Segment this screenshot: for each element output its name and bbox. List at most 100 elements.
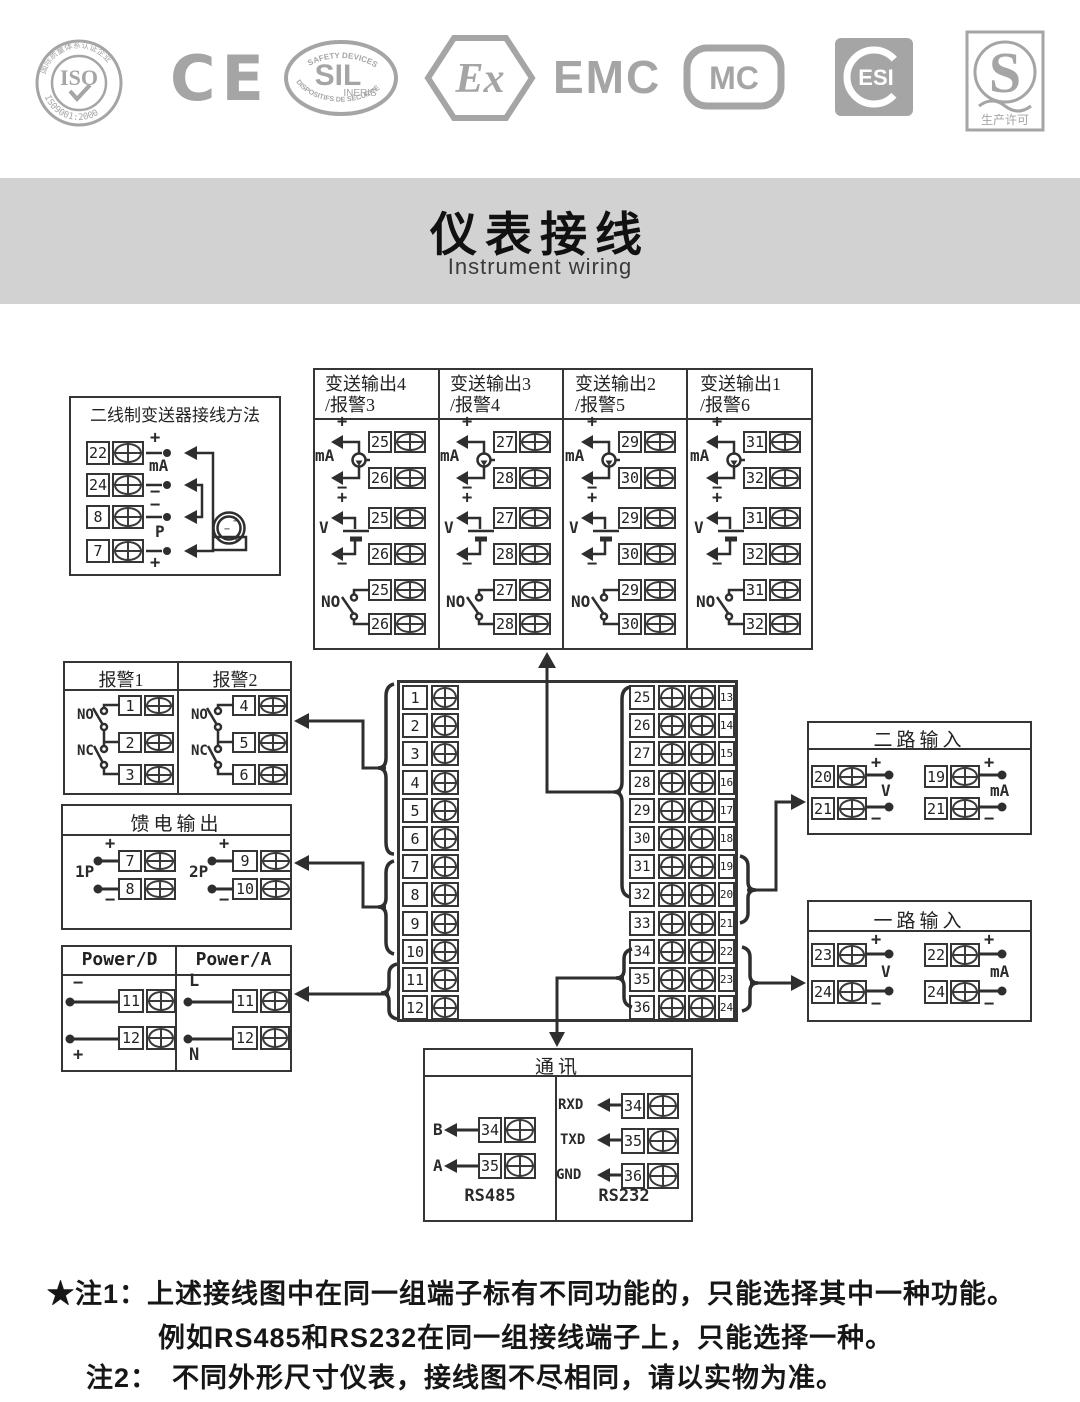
terminal-num: 22 bbox=[924, 943, 948, 967]
note-3: 注2：不同外形尺寸仪表，接线图不尽相同，请以实物为准。 bbox=[86, 1356, 844, 1395]
screw-terminal-icon bbox=[112, 539, 144, 563]
esi-text: ESI bbox=[858, 65, 893, 90]
no-label: NO bbox=[321, 592, 341, 611]
screw-terminal-icon bbox=[688, 826, 716, 851]
minus-label: − bbox=[587, 554, 598, 574]
page-title: 仪表接线 bbox=[430, 208, 650, 261]
screw-terminal-icon bbox=[658, 882, 686, 907]
terminal-22: 22 bbox=[86, 441, 110, 465]
screw-terminal-icon bbox=[144, 850, 176, 872]
note-2: 例如RS485和RS232在同一组接线端子上，只能选择一种。 bbox=[158, 1316, 893, 1355]
plus-label: + bbox=[871, 753, 882, 773]
screw-terminal-icon bbox=[769, 543, 801, 565]
polarity-label: − bbox=[150, 495, 161, 515]
terminal-num: 13 bbox=[718, 685, 735, 710]
arrow-right-icon bbox=[791, 794, 806, 810]
esi-logo: ESI bbox=[835, 38, 913, 116]
alarm2-title: 报警2 bbox=[212, 670, 258, 690]
screw-terminal-icon bbox=[431, 770, 459, 795]
connector-to-input2-box bbox=[747, 800, 793, 892]
terminal-num: 2 bbox=[402, 713, 428, 738]
screw-terminal-icon bbox=[837, 980, 867, 1004]
terminal-num: 27 bbox=[493, 579, 517, 601]
line-label: L bbox=[189, 971, 200, 991]
power-box: Power/D Power/A − + 11 12 L N 11 12 bbox=[61, 945, 292, 1072]
screw-terminal-icon bbox=[950, 765, 980, 788]
screw-terminal-icon bbox=[394, 543, 426, 565]
screw-terminal-icon bbox=[260, 878, 292, 900]
terminal-num: 11 bbox=[402, 967, 428, 992]
note-1-prefix: ★注1： bbox=[47, 1279, 148, 1309]
bracket-terminals-19-21 bbox=[739, 854, 757, 925]
terminal-num: 25 bbox=[368, 507, 392, 529]
screw-terminal-icon bbox=[144, 878, 176, 900]
sil-logo: SAFETY DEVICES DISPOSITIFS DE SÉCURITÉ S… bbox=[282, 38, 400, 118]
screw-terminal-icon bbox=[769, 613, 801, 635]
connector-to-feed-box bbox=[306, 861, 386, 909]
screw-terminal-icon bbox=[769, 507, 801, 529]
terminal-num: 27 bbox=[493, 507, 517, 529]
iso-logo: 国际质量体系认证企业 IS09001:2000 ISO bbox=[28, 27, 130, 139]
terminal-num: 32 bbox=[743, 467, 767, 489]
screw-terminal-icon bbox=[644, 431, 676, 453]
screw-terminal-icon bbox=[519, 543, 551, 565]
screw-terminal-icon bbox=[112, 473, 144, 497]
screw-terminal-icon bbox=[837, 765, 867, 788]
title-banner: 仪表接线 Instrument wiring bbox=[0, 178, 1080, 304]
polarity-label: + bbox=[150, 553, 161, 573]
power-a-title: Power/A bbox=[195, 949, 272, 970]
plus-label: + bbox=[73, 1045, 84, 1065]
polarity-label: + bbox=[150, 428, 161, 448]
terminal-num: 20 bbox=[718, 882, 735, 907]
terminal-num: 34 bbox=[478, 1117, 502, 1143]
alarm-box: 报警1 报警2 NO NC 1 2 3 NO NC 4 5 6 bbox=[63, 661, 292, 795]
screw-terminal-icon bbox=[950, 943, 980, 967]
screw-terminal-icon bbox=[431, 882, 459, 907]
bracket-terminals-22-24 bbox=[741, 945, 759, 1013]
screw-terminal-icon bbox=[258, 732, 288, 753]
ex-logo: Ex bbox=[422, 30, 538, 126]
screw-terminal-icon bbox=[258, 695, 288, 716]
arrow-up-icon bbox=[538, 652, 556, 668]
no-label: NO bbox=[191, 707, 208, 723]
terminal-num: 31 bbox=[629, 854, 655, 879]
bracket-terminals-11-12 bbox=[380, 962, 398, 1021]
header-separator bbox=[809, 748, 1030, 750]
input2-title: 二路输入 bbox=[873, 730, 966, 751]
arrow-right-icon bbox=[791, 975, 806, 991]
v-label: V bbox=[694, 518, 704, 537]
screw-terminal-icon bbox=[658, 826, 686, 851]
group-divider bbox=[177, 663, 179, 793]
terminal-num: 27 bbox=[629, 741, 655, 766]
s-permit-logo: S 生产许可 bbox=[965, 30, 1045, 132]
screw-terminal-icon bbox=[112, 441, 144, 465]
column-title: 变送输出1 bbox=[700, 374, 781, 394]
terminal-num: 26 bbox=[368, 613, 392, 635]
screw-terminal-icon bbox=[658, 911, 686, 936]
terminal-num: 35 bbox=[621, 1128, 645, 1154]
screw-terminal-icon bbox=[519, 613, 551, 635]
bracket-terminals-1-6 bbox=[377, 682, 395, 856]
ma-label: mA bbox=[565, 446, 585, 465]
terminal-num: 4 bbox=[232, 695, 256, 716]
screw-terminal-icon bbox=[504, 1117, 536, 1143]
output-column-3: 变送输出3/报警4 + mA − 27 28 + V − 27 28 NO 27… bbox=[440, 370, 564, 648]
terminal-num: 34 bbox=[621, 1093, 645, 1119]
terminal-num: 30 bbox=[618, 613, 642, 635]
screw-terminal-icon bbox=[394, 431, 426, 453]
screw-terminal-icon bbox=[837, 797, 867, 820]
screw-terminal-icon bbox=[688, 882, 716, 907]
terminal-num: 22 bbox=[718, 939, 735, 964]
screw-terminal-icon bbox=[769, 467, 801, 489]
terminal-num: 6 bbox=[402, 826, 428, 851]
screw-terminal-icon bbox=[519, 467, 551, 489]
terminal-num: 28 bbox=[493, 543, 517, 565]
screw-terminal-icon bbox=[394, 467, 426, 489]
screw-terminal-icon bbox=[146, 1026, 176, 1050]
screw-terminal-icon bbox=[647, 1128, 679, 1154]
screw-terminal-icon bbox=[647, 1163, 679, 1189]
terminal-num: 6 bbox=[232, 764, 256, 785]
terminal-num: 14 bbox=[718, 713, 735, 738]
plus-label: + bbox=[984, 930, 995, 950]
